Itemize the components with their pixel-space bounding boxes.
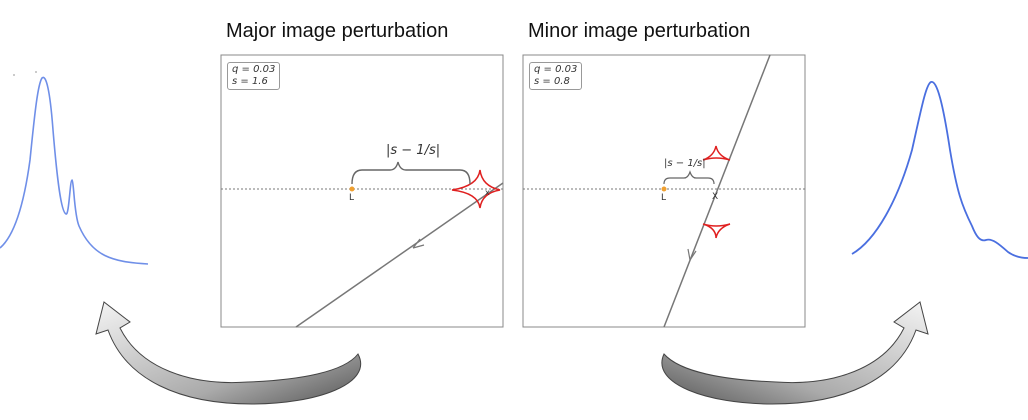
brace-label-minor: |s − 1/s| (664, 158, 706, 169)
lens-label-major: L (349, 193, 355, 203)
caustic-minor-lower (702, 223, 731, 239)
faint-dots (35, 71, 37, 73)
param-q: q = 0.03 (232, 64, 276, 75)
lens-point (661, 186, 667, 192)
lens-point (349, 186, 355, 192)
lens-label-minor: L (661, 193, 667, 203)
title-minor-perturbation: Minor image perturbation (528, 20, 751, 42)
curved-arrow-left (95, 301, 361, 405)
faint-dots (13, 74, 15, 76)
light-curve-major (0, 76, 149, 265)
title-major-perturbation: Major image perturbation (226, 20, 449, 42)
param-q: q = 0.03 (534, 64, 578, 75)
param-s: s = 0.8 (534, 76, 570, 87)
source-trajectory (295, 182, 504, 328)
image-label-major: x (485, 188, 490, 197)
source-trajectory (663, 54, 771, 328)
brace-label-major: |s − 1/s| (386, 143, 441, 158)
caustic-minor-upper (702, 145, 731, 161)
params-box-minor: q = 0.03 s = 0.8 (529, 62, 583, 90)
trajectory-arrowhead (412, 238, 425, 249)
brace-major (351, 161, 471, 185)
plot-frame-major (220, 54, 504, 328)
light-curve-minor (851, 81, 1028, 259)
param-s: s = 1.6 (232, 76, 268, 87)
image-label-minor: X (712, 192, 719, 202)
trajectory-arrowhead (687, 248, 697, 261)
params-box-major: q = 0.03 s = 1.6 (227, 62, 281, 90)
curved-arrow-right (661, 301, 929, 405)
brace-minor (663, 170, 715, 185)
caustic-major (451, 169, 501, 209)
